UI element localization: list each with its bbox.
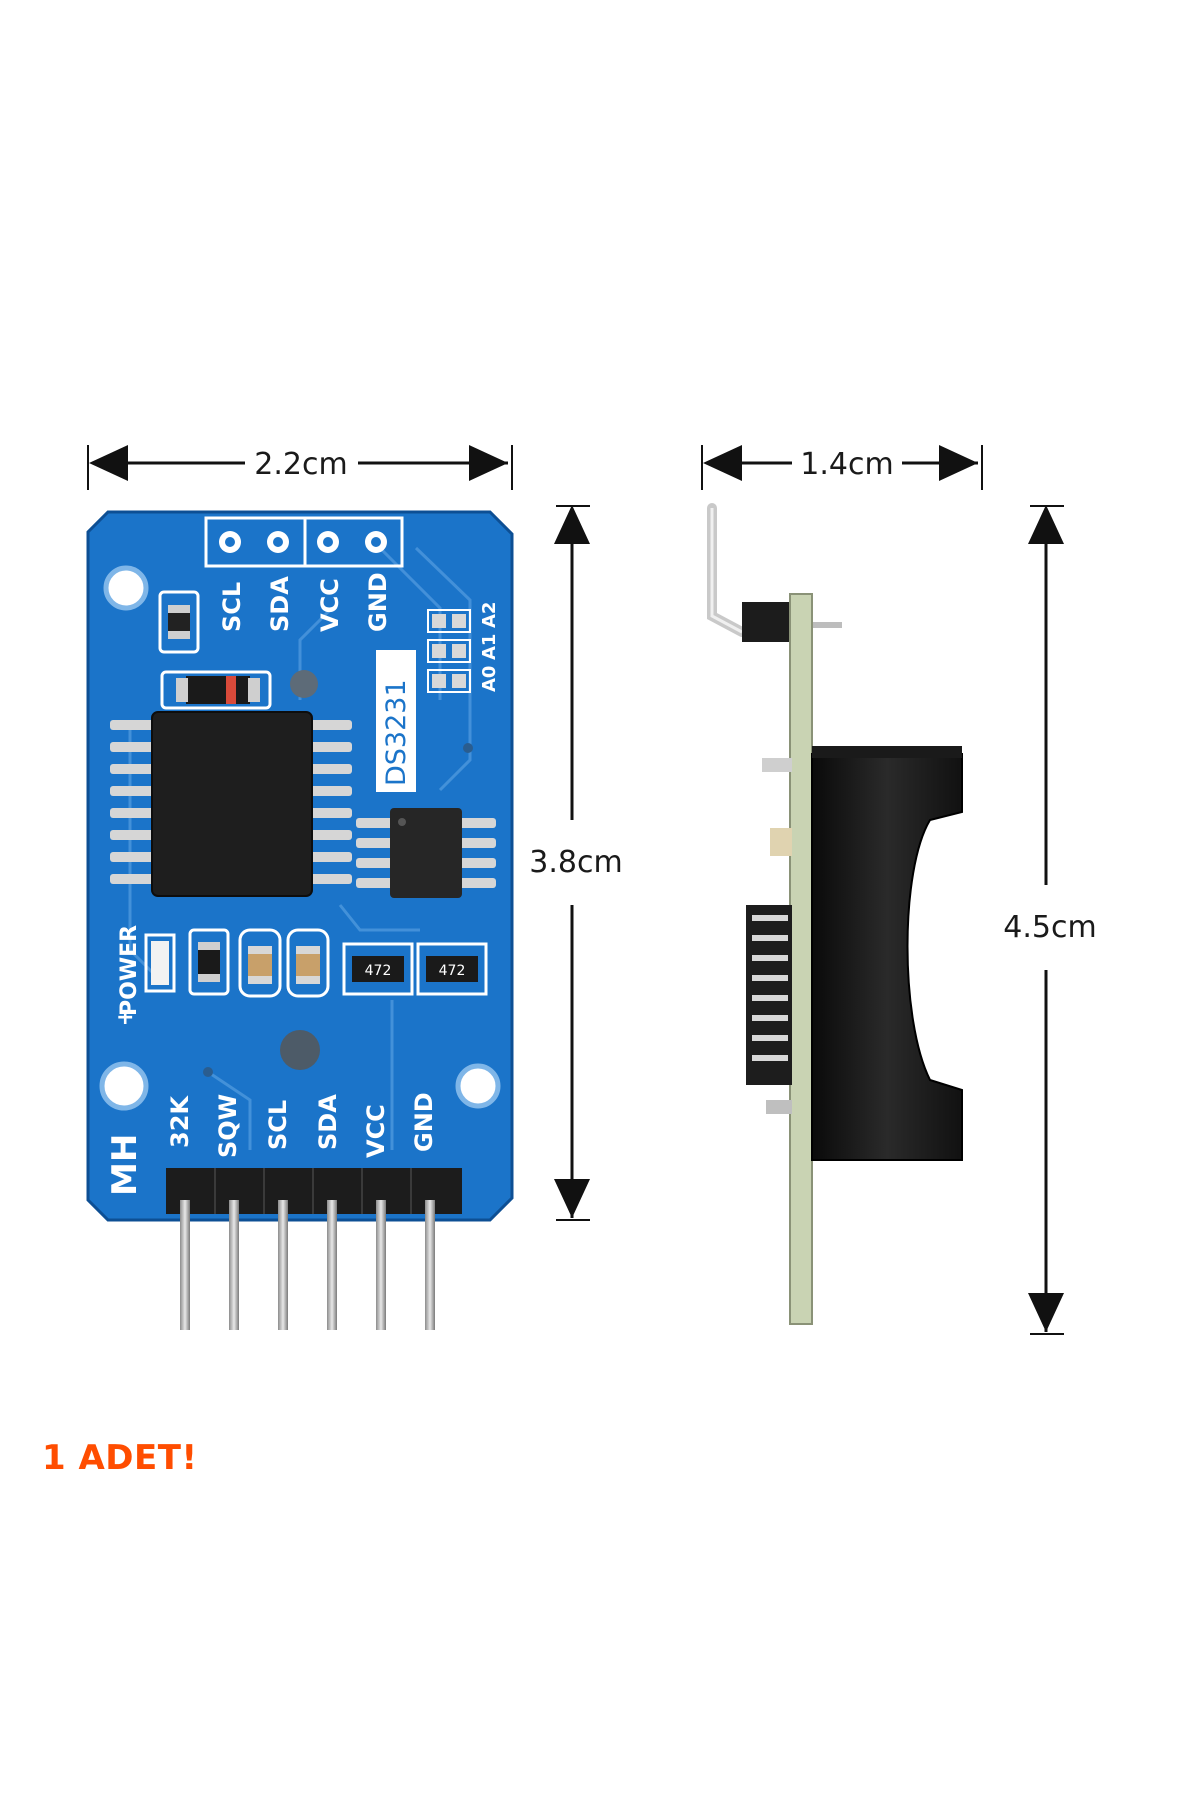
resistor-code: 472 xyxy=(365,963,392,979)
power-plus: + xyxy=(116,1005,134,1030)
front-height-label: 3.8cm xyxy=(529,845,622,880)
power-led xyxy=(144,933,176,993)
chip-label: DS3231 xyxy=(381,679,412,786)
battery-holder xyxy=(811,753,963,1161)
address-label-a0: A0 xyxy=(479,666,500,692)
side-height-label: 4.5cm xyxy=(1003,910,1096,945)
rtc-module-front: SCL SDA VCC GND A2 A1 A0 DS3231 xyxy=(86,510,514,1330)
mounting-hole xyxy=(103,565,149,611)
mounting-hole xyxy=(455,1063,501,1109)
maker-label: MH xyxy=(105,1134,145,1196)
front-width-dimension: 2.2cm xyxy=(87,445,513,490)
top-pin-label-gnd: GND xyxy=(364,572,392,632)
bottom-pin-label-sda: SDA xyxy=(314,1094,342,1150)
eeprom-ic xyxy=(356,808,496,898)
pcb-edge xyxy=(789,593,813,1325)
address-jumpers xyxy=(427,609,471,693)
top-pin-label-vcc: VCC xyxy=(316,578,344,632)
bottom-pin-label-gnd: GND xyxy=(410,1092,438,1152)
ds3231-ic xyxy=(110,711,352,897)
side-width-dimension: 1.4cm xyxy=(701,445,983,490)
quantity-note: 1 ADET! xyxy=(42,1438,198,1478)
bottom-pin-header xyxy=(166,1168,462,1330)
bottom-pin-label-scl: SCL xyxy=(264,1100,292,1150)
bottom-pin-label-32k: 32K xyxy=(166,1095,194,1148)
top-pin-label-scl: SCL xyxy=(218,582,246,632)
side-width-label: 1.4cm xyxy=(800,447,893,482)
top-pin-label-sda: SDA xyxy=(266,576,294,632)
resistor-code: 472 xyxy=(439,963,466,979)
side-height-dimension: 4.5cm xyxy=(1003,505,1097,1335)
resistor-array: 472 472 xyxy=(342,942,488,996)
power-label: POWER xyxy=(117,925,142,1016)
bottom-pin-label-sqw: SQW xyxy=(214,1094,242,1158)
bottom-pin-label-vcc: VCC xyxy=(362,1104,390,1158)
address-label-a2: A2 xyxy=(479,602,500,628)
rtc-module-side xyxy=(707,503,963,1325)
front-height-dimension: 3.8cm xyxy=(529,505,623,1221)
mounting-hole xyxy=(99,1061,149,1111)
address-label-a1: A1 xyxy=(479,634,500,660)
chip-label-box xyxy=(376,650,416,792)
front-width-label: 2.2cm xyxy=(254,447,347,482)
